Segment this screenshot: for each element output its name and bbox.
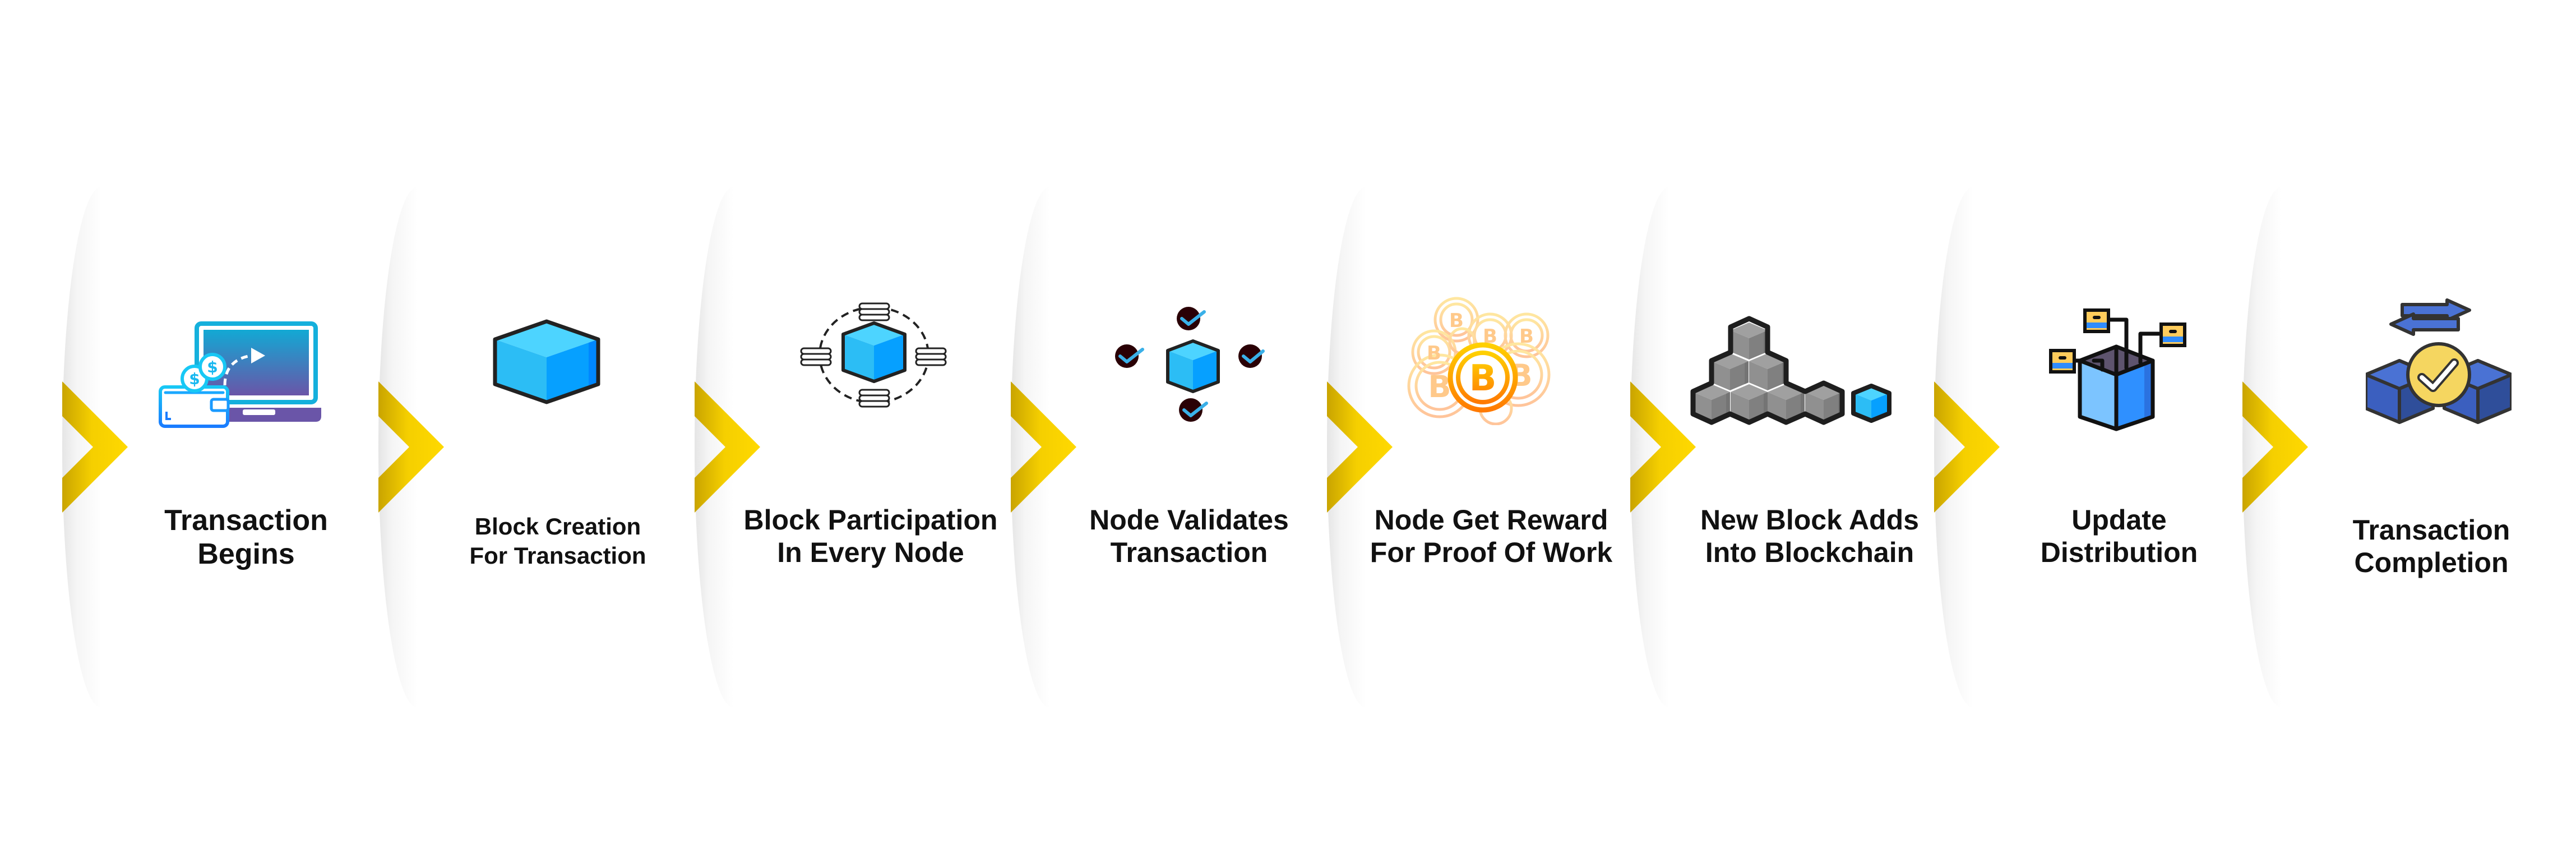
step-label-6: New Block Adds Into Blockchain: [1700, 504, 1919, 569]
step-label-line2: Distribution: [2040, 537, 2198, 568]
step-label-line1: Transaction: [2352, 514, 2510, 546]
svg-text:B: B: [1428, 369, 1451, 404]
step-label-line2: Transaction: [1110, 537, 1268, 568]
step-label-line1: Node Validates: [1089, 504, 1289, 536]
cube-block-icon: [493, 319, 600, 404]
step-panel-2: Block Creation For Transaction: [378, 187, 695, 708]
step-panel-6: New Block Adds Into Blockchain: [1630, 187, 1934, 708]
svg-text:$: $: [207, 358, 218, 376]
svg-text:B: B: [1427, 342, 1441, 365]
step-panel-4: Node Validates Transaction: [1011, 187, 1327, 708]
step-label-line1: Block Creation: [474, 513, 641, 540]
step-label-line1: New Block Adds: [1700, 504, 1919, 536]
step-label-2: Block Creation For Transaction: [469, 512, 646, 570]
step-label-line2: Completion: [2354, 547, 2509, 578]
step-panel-3: Block Participation In Every Node: [695, 187, 1011, 708]
server-node-top: [858, 302, 890, 321]
step-label-3: Block Participation In Every Node: [744, 504, 998, 569]
step-panel-5: B B B B B B B Node Get Reward For Proof …: [1327, 187, 1630, 708]
block-network-nodes-icon: [800, 302, 947, 408]
step-label-line2: For Proof Of Work: [1370, 537, 1613, 568]
transaction-complete-check-icon: [2366, 298, 2512, 424]
chevron-arrow-icon: [695, 381, 760, 513]
step-label-line2: For Transaction: [469, 542, 646, 569]
chevron-arrow-icon: [378, 381, 444, 513]
svg-text:B: B: [1469, 358, 1497, 399]
step-label-7: Update Distribution: [2041, 504, 2198, 569]
step-panel-1: $ $ Transaction Begins: [62, 187, 378, 708]
step-panel-8: Transaction Completion: [2242, 187, 2576, 708]
wallet-laptop-payment-icon: $ $: [159, 321, 321, 428]
step-label-line1: Update: [2071, 504, 2167, 536]
chevron-arrow-icon: [62, 381, 128, 513]
svg-text:$: $: [189, 370, 200, 388]
distribution-box-nodes-icon: [2049, 308, 2186, 431]
chevron-arrow-icon: [1011, 381, 1076, 513]
check-node: [1177, 307, 1206, 330]
step-label-line1: Transaction: [164, 504, 328, 537]
bitcoin-coins-icon: B B B B B B B: [1407, 297, 1551, 425]
block-validation-checks-icon: [1115, 307, 1265, 422]
blockchain-stack-new-block-icon: [1690, 316, 1891, 425]
step-panel-7: Update Distribution: [1934, 187, 2242, 708]
svg-text:B: B: [1449, 310, 1464, 332]
svg-text:B: B: [1519, 325, 1534, 348]
step-label-line1: Node Get Reward: [1374, 504, 1608, 536]
step-label-line2: In Every Node: [777, 537, 964, 568]
step-label-line2: Into Blockchain: [1705, 537, 1914, 568]
step-label-5: Node Get Reward For Proof Of Work: [1370, 504, 1612, 569]
step-label-1: Transaction Begins: [164, 504, 328, 571]
step-label-8: Transaction Completion: [2353, 514, 2510, 579]
step-label-4: Node Validates Transaction: [1089, 504, 1289, 569]
chevron-arrow-icon: [2242, 381, 2308, 513]
chevron-arrow-icon: [1327, 381, 1393, 513]
chevron-arrow-icon: [1934, 381, 2000, 513]
step-label-line1: Block Participation: [743, 504, 998, 536]
chevron-arrow-icon: [1630, 381, 1696, 513]
step-label-line2: Begins: [197, 538, 295, 570]
